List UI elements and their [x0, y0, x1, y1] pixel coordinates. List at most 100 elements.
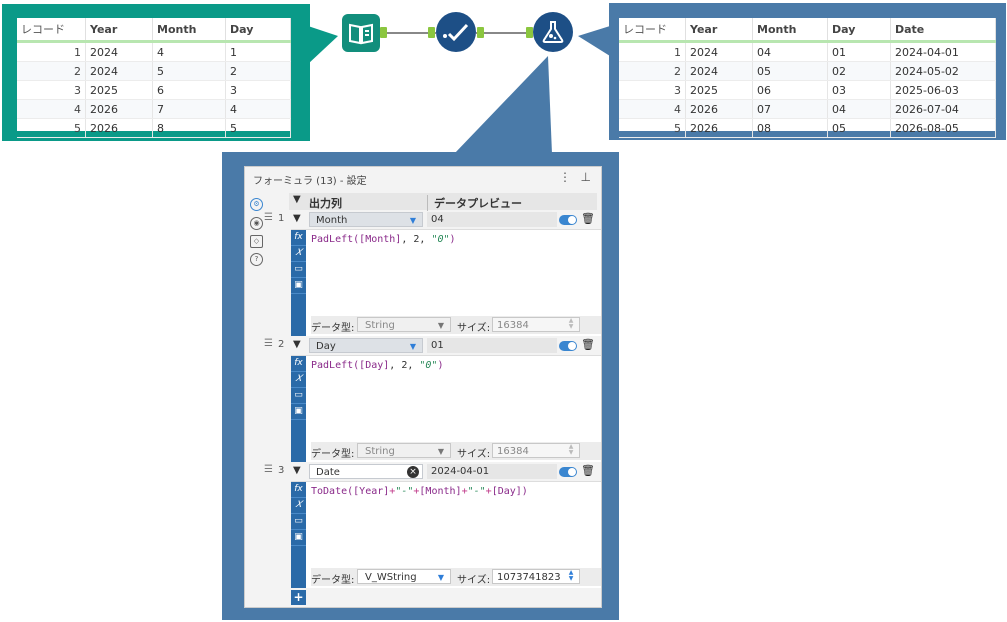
expression-toggle[interactable] — [559, 467, 577, 477]
open-folder-icon[interactable]: ▭ — [291, 388, 306, 404]
col-record[interactable]: レコード — [619, 18, 686, 43]
collapse-all-chevron-icon[interactable]: ▼ — [293, 194, 301, 205]
expression-editor[interactable]: fx 𝑋 ▭ ▣ PadLeft([Day], 2, "0") データ型: St… — [291, 355, 601, 462]
col-day[interactable]: Day — [225, 18, 291, 43]
header-data-preview: データプレビュー — [427, 195, 522, 211]
formula-config-panel: フォーミュラ (13) - 設定 ⋮ ⊥ ⚙ ◉ ◇ ? ▼ 出力列 データプレ… — [244, 166, 602, 608]
spinner-icon[interactable]: ▲▼ — [568, 317, 574, 330]
spinner-icon[interactable]: ▲▼ — [568, 569, 574, 582]
trash-icon[interactable]: 🗑 — [581, 212, 595, 225]
cell: 2025 — [85, 80, 153, 100]
variable-icon[interactable]: 𝑋 — [291, 498, 306, 514]
formula-tool[interactable] — [533, 12, 573, 52]
settings-gear-icon[interactable]: ⚙ — [250, 198, 263, 211]
output-anchor[interactable] — [477, 27, 484, 38]
record-number: 5 — [619, 118, 686, 138]
expression-editor[interactable]: fx 𝑋 ▭ ▣ ToDate([Year]+"-"+[Month]+"-"+[… — [291, 481, 601, 588]
cell: 2025-06-03 — [890, 80, 996, 100]
save-icon[interactable]: ▣ — [291, 278, 306, 294]
data-type-label: データ型: — [311, 575, 355, 586]
col-date[interactable]: Date — [890, 18, 996, 43]
expression-editor[interactable]: fx 𝑋 ▭ ▣ PadLeft([Month], 2, "0") データ型: … — [291, 229, 601, 336]
col-day[interactable]: Day — [827, 18, 891, 43]
cell: 6 — [152, 80, 226, 100]
collapse-row-chevron-icon[interactable]: ▼ — [293, 339, 301, 350]
expression-text[interactable]: PadLeft([Day], 2, "0") — [311, 360, 443, 371]
drag-handle-icon[interactable]: ☰ — [264, 464, 273, 475]
output-field-input[interactable]: Date × — [309, 464, 423, 479]
output-field-select[interactable]: Month ▼ — [309, 212, 423, 227]
function-icon[interactable]: fx — [291, 230, 306, 246]
save-icon[interactable]: ▣ — [291, 404, 306, 420]
function-icon[interactable]: fx — [291, 482, 306, 498]
open-folder-icon[interactable]: ▭ — [291, 262, 306, 278]
dropdown-arrow-icon[interactable]: ▼ — [409, 342, 416, 351]
select-tool[interactable] — [436, 12, 476, 52]
pin-icon[interactable]: ⊥ — [580, 170, 591, 184]
expr-operator: + — [485, 486, 492, 497]
function-icon[interactable]: fx — [291, 356, 306, 372]
col-month[interactable]: Month — [752, 18, 828, 43]
trash-icon[interactable]: 🗑 — [581, 338, 595, 351]
cell: 04 — [752, 41, 828, 62]
dropdown-arrow-icon[interactable]: ▼ — [409, 216, 416, 225]
expr-string: "0" — [419, 360, 438, 371]
expression-toggle[interactable] — [559, 341, 577, 351]
cell: 2024-04-01 — [890, 41, 996, 62]
help-icon[interactable]: ? — [250, 253, 263, 266]
size-input[interactable]: 16384▲▼ — [492, 317, 580, 332]
data-type-select[interactable]: String▼ — [357, 317, 451, 332]
dropdown-arrow-icon[interactable]: ▼ — [437, 573, 444, 582]
output-field-select[interactable]: Day ▼ — [309, 338, 423, 353]
expression-toggle[interactable] — [559, 215, 577, 225]
input-data-tool[interactable] — [342, 14, 380, 52]
drag-handle-icon[interactable]: ☰ — [264, 212, 273, 223]
more-options-icon[interactable]: ⋮ — [559, 170, 571, 184]
dropdown-arrow-icon[interactable]: ▼ — [437, 447, 444, 456]
col-record[interactable]: レコード — [17, 18, 86, 43]
open-folder-icon[interactable]: ▭ — [291, 514, 306, 530]
tag-icon[interactable]: ◇ — [250, 235, 263, 248]
col-month[interactable]: Month — [152, 18, 226, 43]
collapse-row-chevron-icon[interactable]: ▼ — [293, 465, 301, 476]
add-column-button[interactable]: + — [291, 590, 306, 605]
output-anchor[interactable] — [380, 27, 387, 38]
collapse-row-chevron-icon[interactable]: ▼ — [293, 213, 301, 224]
col-year[interactable]: Year — [685, 18, 753, 43]
expression-text[interactable]: PadLeft([Month], 2, "0") — [311, 234, 456, 245]
record-number: 5 — [17, 118, 86, 138]
col-year[interactable]: Year — [85, 18, 153, 43]
output-callout-pointer — [578, 26, 610, 56]
trash-icon[interactable]: 🗑 — [581, 464, 595, 477]
expression-toolbar: fx 𝑋 ▭ ▣ — [291, 230, 306, 294]
data-type-select[interactable]: V_WString▼ — [357, 569, 451, 584]
drag-handle-icon[interactable]: ☰ — [264, 338, 273, 349]
save-icon[interactable]: ▣ — [291, 530, 306, 546]
clear-icon[interactable]: × — [407, 466, 419, 478]
size-input[interactable]: 1073741823▲▼ — [492, 569, 580, 584]
variable-icon[interactable]: 𝑋 — [291, 246, 306, 262]
data-type-select[interactable]: String▼ — [357, 443, 451, 458]
row-number: 2 — [278, 339, 285, 350]
expression-text[interactable]: ToDate([Year]+"-"+[Month]+"-"+[Day]) — [311, 486, 528, 497]
toolbar-strip — [291, 420, 306, 462]
dropdown-arrow-icon[interactable]: ▼ — [437, 321, 444, 330]
input-anchor[interactable] — [526, 27, 533, 38]
variable-icon[interactable]: 𝑋 — [291, 372, 306, 388]
size-input[interactable]: 16384 ▲▼ — [492, 443, 580, 458]
cell: 2026 — [685, 118, 753, 138]
size-value: 16384 — [497, 446, 529, 457]
input-anchor[interactable] — [428, 27, 435, 38]
connections-icon[interactable]: ◉ — [250, 217, 263, 230]
spinner-icon[interactable]: ▲▼ — [568, 443, 574, 456]
